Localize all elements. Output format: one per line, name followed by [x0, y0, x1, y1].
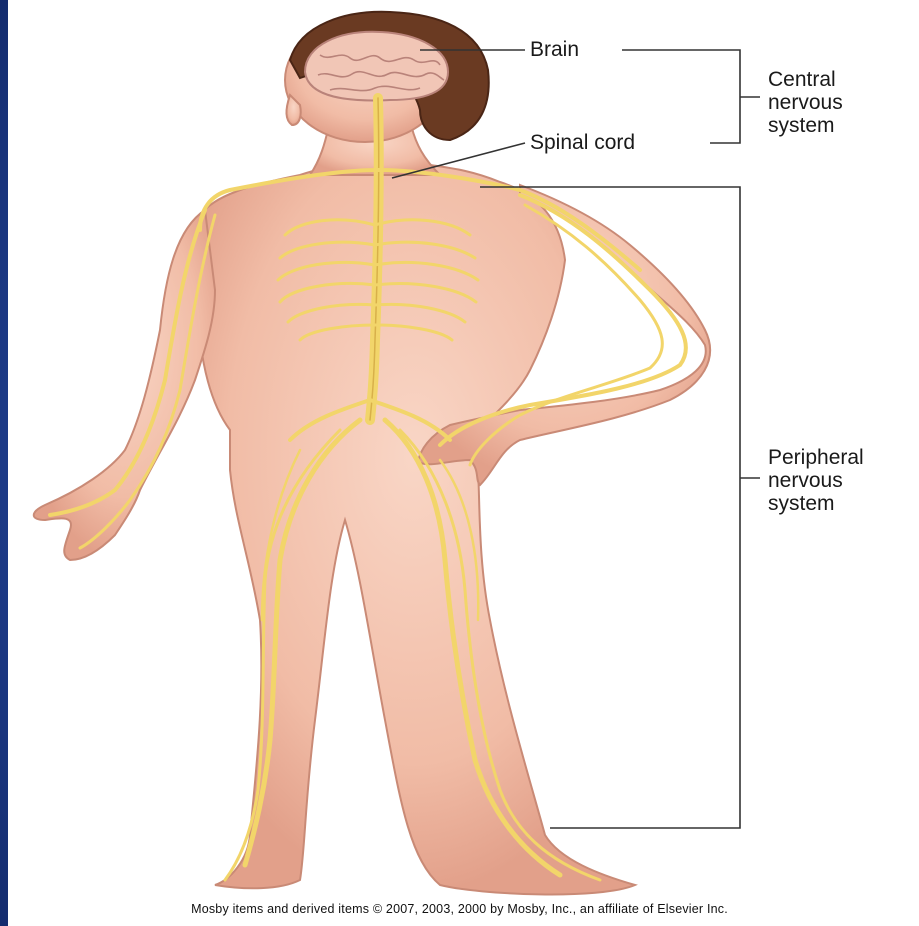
pns-label-line3: system	[768, 492, 864, 515]
brain-label: Brain	[530, 38, 579, 61]
cns-label: Central nervous system	[768, 68, 843, 137]
pns-label: Peripheral nervous system	[768, 446, 864, 515]
spinal-cord-label: Spinal cord	[530, 131, 635, 154]
cns-label-line2: nervous	[768, 91, 843, 114]
copyright-caption: Mosby items and derived items © 2007, 20…	[0, 902, 919, 916]
brain-graphic	[305, 32, 448, 101]
pns-label-line2: nervous	[768, 469, 864, 492]
cns-label-line1: Central	[768, 68, 843, 91]
pns-label-line1: Peripheral	[768, 446, 864, 469]
cns-bracket	[622, 50, 740, 143]
cns-label-line3: system	[768, 114, 843, 137]
